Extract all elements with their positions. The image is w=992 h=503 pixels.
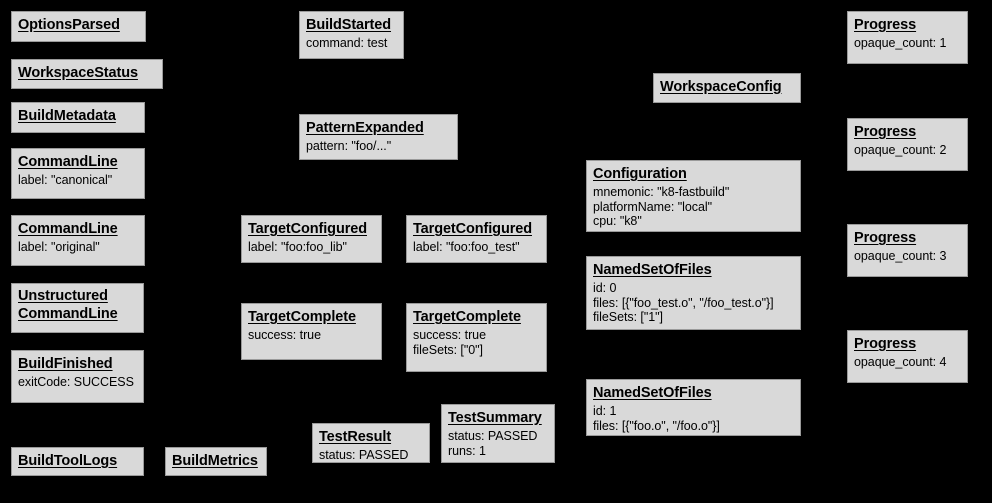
node-title: BuildMetrics (172, 453, 258, 469)
node-fields: success: true (248, 327, 321, 342)
node-fields: id: 1 files: [{"foo.o", "/foo.o"}] (593, 403, 720, 433)
node-build-started[interactable]: BuildStarted command: test (299, 11, 404, 59)
node-title: Configuration (593, 166, 687, 182)
node-fields: opaque_count: 1 (854, 35, 947, 50)
node-fields: status: PASSED (319, 447, 409, 462)
node-build-finished[interactable]: BuildFinished exitCode: SUCCESS (11, 350, 144, 403)
node-fields: label: "canonical" (18, 172, 113, 187)
node-title: Progress (854, 336, 917, 352)
node-named-set-of-files-1[interactable]: NamedSetOfFiles id: 1 files: [{"foo.o", "… (586, 379, 801, 436)
node-named-set-of-files-0[interactable]: NamedSetOfFiles id: 0 files: [{"foo_test.… (586, 256, 801, 330)
node-target-complete-test[interactable]: TargetComplete success: true fileSets: ["… (406, 303, 547, 372)
node-title: BuildStarted (306, 17, 392, 33)
node-configuration[interactable]: Configuration mnemonic: "k8-fastbuild" pl… (586, 160, 801, 232)
node-fields: opaque_count: 4 (854, 354, 947, 369)
node-progress-3[interactable]: Progress opaque_count: 3 (847, 224, 968, 277)
node-title: TestResult (319, 429, 392, 445)
node-title: NamedSetOfFiles (593, 385, 712, 401)
node-fields: command: test (306, 35, 388, 50)
node-fields: exitCode: SUCCESS (18, 374, 134, 389)
node-fields: label: "original" (18, 239, 100, 254)
node-pattern-expanded[interactable]: PatternExpanded pattern: "foo/..." (299, 114, 458, 160)
node-title: BuildToolLogs (18, 453, 118, 469)
node-title: TestSummary (448, 410, 542, 426)
node-unstructured-cmdline[interactable]: Unstructured CommandLine (11, 283, 144, 333)
node-title: CommandLine (18, 154, 118, 170)
node-test-result[interactable]: TestResult status: PASSED (312, 423, 430, 463)
node-target-complete-lib[interactable]: TargetComplete success: true (241, 303, 382, 360)
node-progress-1[interactable]: Progress opaque_count: 1 (847, 11, 968, 64)
node-fields: label: "foo:foo_test" (413, 239, 520, 254)
node-build-tool-logs[interactable]: BuildToolLogs (11, 447, 144, 476)
node-fields: id: 0 files: [{"foo_test.o", "/foo_test.… (593, 280, 774, 325)
node-build-metrics[interactable]: BuildMetrics (165, 447, 267, 476)
node-target-configured-test[interactable]: TargetConfigured label: "foo:foo_test" (406, 215, 547, 263)
node-title: PatternExpanded (306, 120, 424, 136)
node-title: Progress (854, 17, 917, 33)
node-command-line-canonical[interactable]: CommandLine label: "canonical" (11, 148, 145, 199)
node-title: TargetComplete (413, 309, 521, 325)
node-title: NamedSetOfFiles (593, 262, 712, 278)
node-title: Progress (854, 230, 917, 246)
node-title: WorkspaceStatus (18, 65, 138, 81)
node-options-parsed[interactable]: OptionsParsed (11, 11, 146, 42)
node-fields: opaque_count: 3 (854, 248, 947, 263)
node-title: CommandLine (18, 221, 118, 237)
node-fields: mnemonic: "k8-fastbuild" platformName: "… (593, 184, 730, 229)
node-progress-2[interactable]: Progress opaque_count: 2 (847, 118, 968, 171)
node-progress-4[interactable]: Progress opaque_count: 4 (847, 330, 968, 383)
node-title: TargetConfigured (413, 221, 532, 237)
node-build-metadata[interactable]: BuildMetadata (11, 102, 145, 133)
node-fields: label: "foo:foo_lib" (248, 239, 347, 254)
node-workspace-status[interactable]: WorkspaceStatus (11, 59, 163, 89)
node-target-configured-lib[interactable]: TargetConfigured label: "foo:foo_lib" (241, 215, 382, 263)
node-title: WorkspaceConfig (660, 79, 782, 95)
node-test-summary[interactable]: TestSummary status: PASSED runs: 1 (441, 404, 555, 463)
node-title: Progress (854, 124, 917, 140)
node-title: TargetConfigured (248, 221, 367, 237)
node-command-line-original[interactable]: CommandLine label: "original" (11, 215, 145, 266)
node-title: Unstructured CommandLine (18, 288, 118, 322)
node-title: BuildFinished (18, 356, 113, 372)
node-workspace-config[interactable]: WorkspaceConfig (653, 73, 801, 103)
node-title: OptionsParsed (18, 17, 120, 33)
node-fields: status: PASSED runs: 1 (448, 428, 538, 458)
node-fields: pattern: "foo/..." (306, 138, 392, 153)
node-fields: success: true fileSets: ["0"] (413, 327, 486, 357)
node-title: BuildMetadata (18, 108, 116, 124)
node-fields: opaque_count: 2 (854, 142, 947, 157)
node-title: TargetComplete (248, 309, 356, 325)
